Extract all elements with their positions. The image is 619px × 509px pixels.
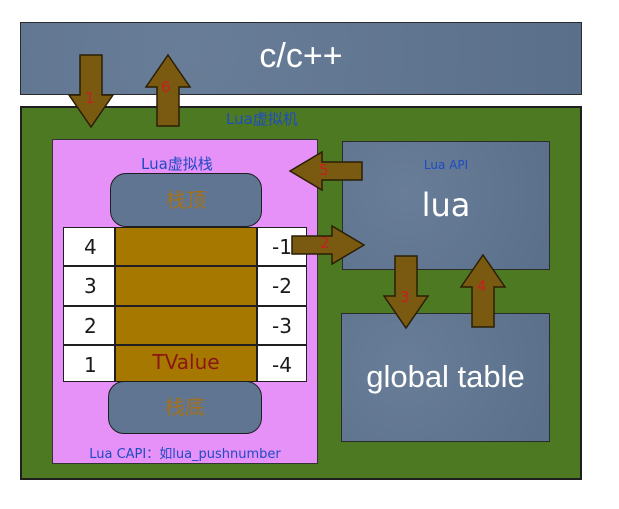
stack-index-positive: 3 xyxy=(63,266,115,306)
arrow-4-number: 4 xyxy=(477,277,487,295)
cpp-layer-box: c/c++ xyxy=(20,22,582,95)
stack-index-positive: 4 xyxy=(63,227,115,266)
lua-api-label: Lua API xyxy=(423,158,469,172)
global-table-title: global table xyxy=(366,359,525,394)
arrow-6-up xyxy=(144,53,192,127)
arrow-2-right xyxy=(291,224,366,266)
arrow-4-up xyxy=(459,253,507,328)
stack-bottom-label: 栈底 xyxy=(108,381,262,434)
stack-index-negative: -4 xyxy=(257,345,307,382)
arrow-6-number: 6 xyxy=(161,78,171,96)
arrow-3-number: 3 xyxy=(400,288,410,306)
stack-slot xyxy=(115,266,257,306)
stack-slot xyxy=(115,306,257,345)
arrow-1-down xyxy=(67,54,115,129)
lua-title: lua xyxy=(421,186,471,224)
arrow-2-number: 2 xyxy=(320,234,330,252)
lua-vm-label: Lua虚拟机 xyxy=(226,110,298,128)
arrow-5-left xyxy=(288,150,363,192)
arrow-3-down xyxy=(382,255,430,330)
lua-virtual-stack-title: Lua虚拟栈 xyxy=(141,155,213,173)
stack-slot xyxy=(115,227,257,266)
lua-interpreter-box xyxy=(342,141,550,270)
stack-index-negative: -3 xyxy=(257,306,307,345)
arrow-5-number: 5 xyxy=(319,161,329,179)
lua-capi-caption: Lua CAPI：如lua_pushnumber xyxy=(89,447,281,462)
stack-index-negative: -2 xyxy=(257,266,307,306)
stack-top-label: 栈顶 xyxy=(110,173,262,227)
global-table-box xyxy=(341,313,550,442)
stack-index-positive: 2 xyxy=(63,306,115,345)
cpp-label: c/c++ xyxy=(259,37,343,75)
stack-index-positive: 1 xyxy=(63,345,115,382)
arrow-1-number: 1 xyxy=(85,89,95,107)
tvalue-label: TValue xyxy=(152,350,220,374)
